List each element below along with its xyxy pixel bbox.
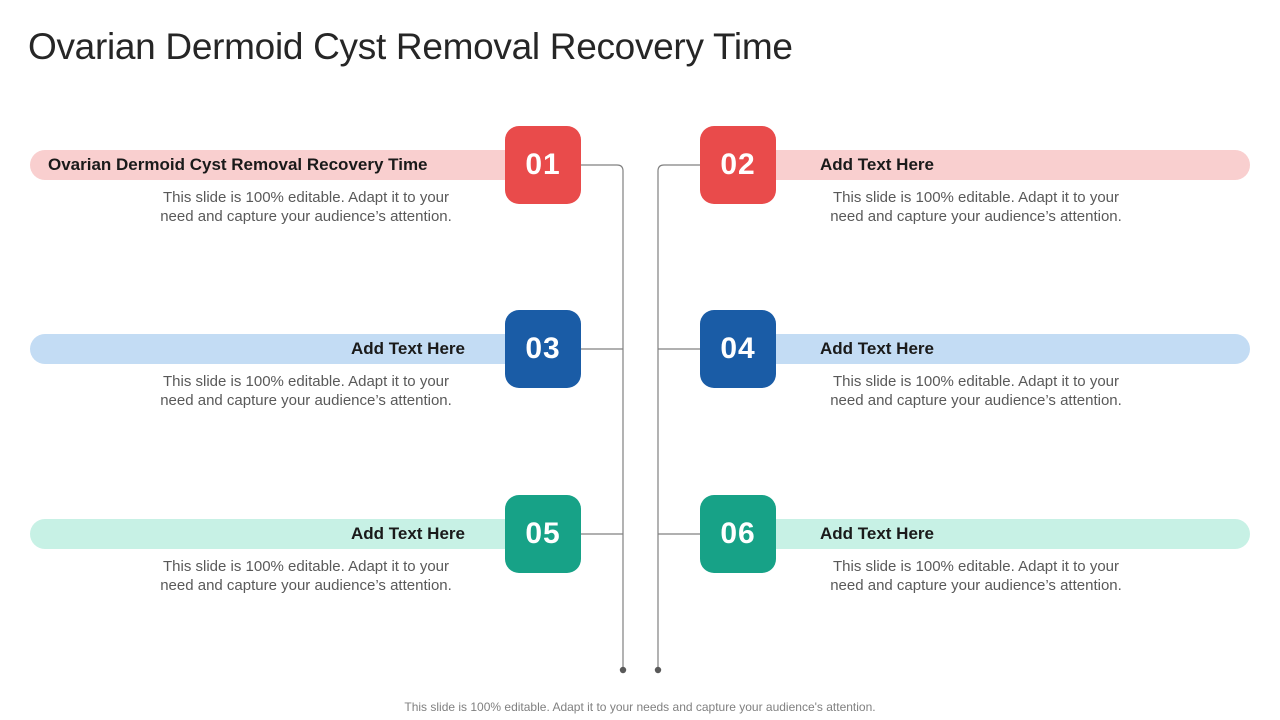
description-line-2: need and capture your audience’s attenti… — [830, 392, 1122, 409]
description-line-1: This slide is 100% editable. Adapt it to… — [833, 189, 1119, 206]
description-line-2: need and capture your audience’s attenti… — [160, 208, 452, 225]
description-line-2: need and capture your audience’s attenti… — [160, 577, 452, 594]
item-03-description: This slide is 100% editable. Adapt it to… — [140, 372, 472, 410]
slide-footer-note: This slide is 100% editable. Adapt it to… — [404, 700, 876, 714]
item-06-number: 06 — [720, 517, 756, 550]
item-06-description: This slide is 100% editable. Adapt it to… — [810, 557, 1142, 595]
description-line-2: need and capture your audience’s attenti… — [830, 577, 1122, 594]
item-01-bar: Ovarian Dermoid Cyst Removal Recovery Ti… — [30, 150, 543, 180]
description-line-1: This slide is 100% editable. Adapt it to… — [163, 558, 449, 575]
item-04-description: This slide is 100% editable. Adapt it to… — [810, 372, 1142, 410]
description-line-2: need and capture your audience’s attenti… — [160, 392, 452, 409]
description-line-1: This slide is 100% editable. Adapt it to… — [163, 189, 449, 206]
item-05-description: This slide is 100% editable. Adapt it to… — [140, 557, 472, 595]
connector-line-group — [581, 164, 700, 668]
item-04-number-badge: 04 — [700, 310, 776, 388]
item-06-number-badge: 06 — [700, 495, 776, 573]
slide-title: Ovarian Dermoid Cyst Removal Recovery Ti… — [28, 26, 793, 67]
item-04-bar: Add Text Here — [733, 334, 1250, 364]
item-01-number: 01 — [525, 148, 561, 181]
connector-end-dot-right — [654, 666, 662, 674]
item-03-number-badge: 03 — [505, 310, 581, 388]
item-02-description: This slide is 100% editable. Adapt it to… — [810, 188, 1142, 226]
item-05-number: 05 — [525, 517, 561, 550]
item-02-number: 02 — [720, 148, 756, 181]
item-03-bar: Add Text Here — [30, 334, 543, 364]
item-04-number: 04 — [720, 332, 756, 365]
description-line-1: This slide is 100% editable. Adapt it to… — [833, 558, 1119, 575]
item-02-bar: Add Text Here — [733, 150, 1250, 180]
item-05-number-badge: 05 — [505, 495, 581, 573]
description-line-1: This slide is 100% editable. Adapt it to… — [833, 373, 1119, 390]
item-01-number-badge: 01 — [505, 126, 581, 204]
description-line-2: need and capture your audience’s attenti… — [830, 208, 1122, 225]
item-01-description: This slide is 100% editable. Adapt it to… — [140, 188, 472, 226]
connector-end-dot-left — [619, 666, 627, 674]
connector-path-right — [657, 164, 700, 668]
item-06-bar: Add Text Here — [733, 519, 1250, 549]
item-02-number-badge: 02 — [700, 126, 776, 204]
item-05-bar: Add Text Here — [30, 519, 543, 549]
description-line-1: This slide is 100% editable. Adapt it to… — [163, 373, 449, 390]
item-03-number: 03 — [525, 332, 561, 365]
connector-path-left — [581, 164, 624, 668]
